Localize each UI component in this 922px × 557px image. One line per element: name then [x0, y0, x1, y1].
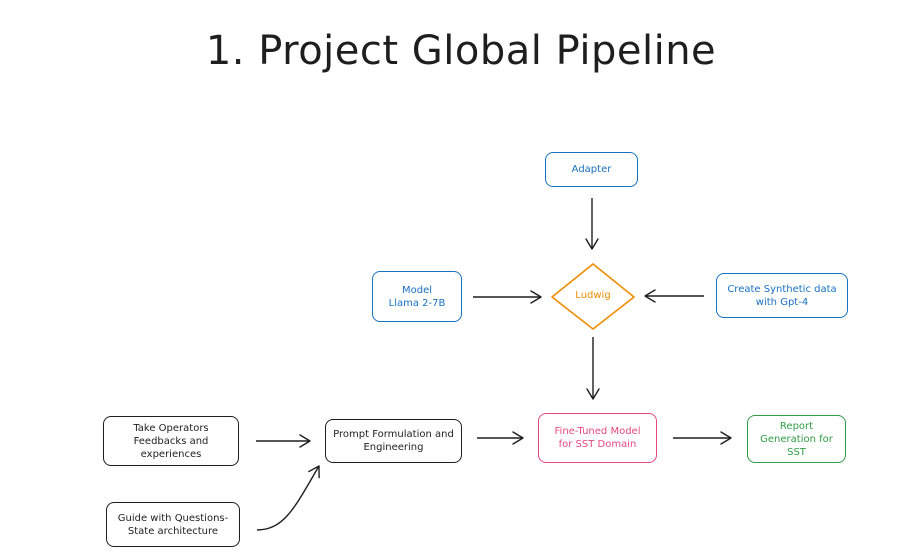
- operators-feedback-node: Take Operators Feedbacks and experiences: [103, 416, 239, 466]
- adapter-node: Adapter: [545, 152, 638, 187]
- synthetic-data-node: Create Synthetic data with Gpt-4: [716, 273, 848, 318]
- guide-node: Guide with Questions- State architecture: [106, 502, 240, 547]
- model-node: Model Llama 2-7B: [372, 271, 462, 322]
- edge-guide-prompt: [256, 465, 320, 531]
- fine-tuned-model-node: Fine-Tuned Model for SST Domain: [538, 413, 657, 463]
- prompt-formulation-node: Prompt Formulation and Engineering: [325, 419, 462, 463]
- ludwig-diamond: [551, 263, 635, 330]
- diagram-title: 1. Project Global Pipeline: [205, 28, 717, 74]
- report-generation-node: Report Generation for SST: [747, 415, 846, 463]
- ludwig-label: Ludwig: [575, 290, 611, 301]
